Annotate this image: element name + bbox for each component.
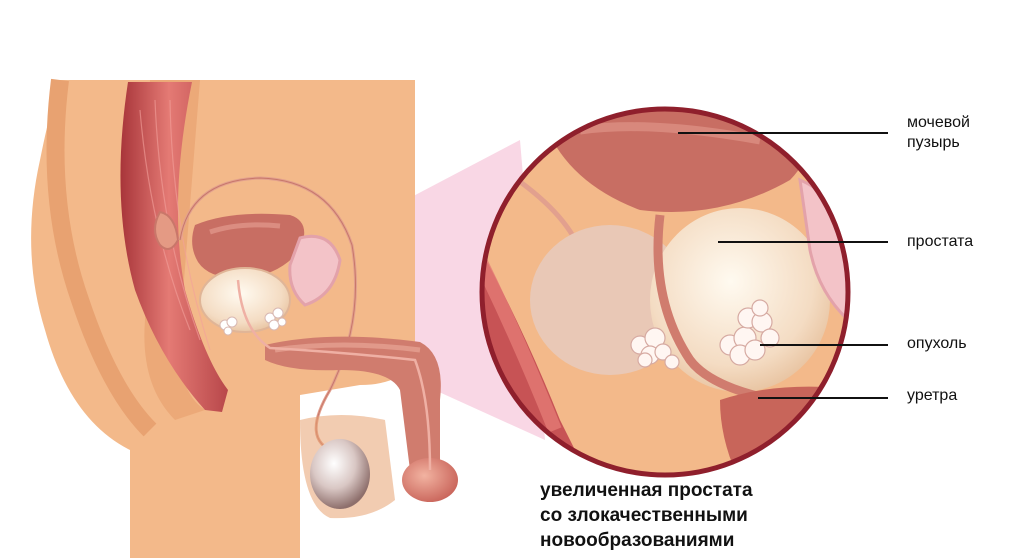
pubic-bone xyxy=(288,234,342,307)
magnified-view xyxy=(482,109,848,475)
caption-line2: со злокачественными xyxy=(540,505,748,526)
label-bladder-line1: мочевой xyxy=(907,114,970,131)
rectum xyxy=(120,82,228,412)
label-prostate: простата xyxy=(907,233,974,250)
label-bladder-line2: пузырь xyxy=(907,134,960,151)
caption-line3: новообразованиями xyxy=(540,530,735,551)
label-tumor: опухоль xyxy=(907,335,967,352)
tumor-large xyxy=(630,299,780,370)
label-bladder: мочевой пузырь xyxy=(907,113,970,153)
tumor-small xyxy=(219,307,287,336)
seminal-vesicle xyxy=(154,210,180,250)
penis xyxy=(265,336,441,475)
caption: увеличенная простата со злокачественными… xyxy=(540,478,753,553)
caption-line1: увеличенная простата xyxy=(540,480,753,501)
testis xyxy=(310,439,370,509)
lens-border xyxy=(479,106,851,478)
urethra-small xyxy=(236,279,432,471)
label-urethra: уретра xyxy=(907,387,958,404)
leader-lines xyxy=(678,132,888,399)
glans xyxy=(402,458,458,502)
